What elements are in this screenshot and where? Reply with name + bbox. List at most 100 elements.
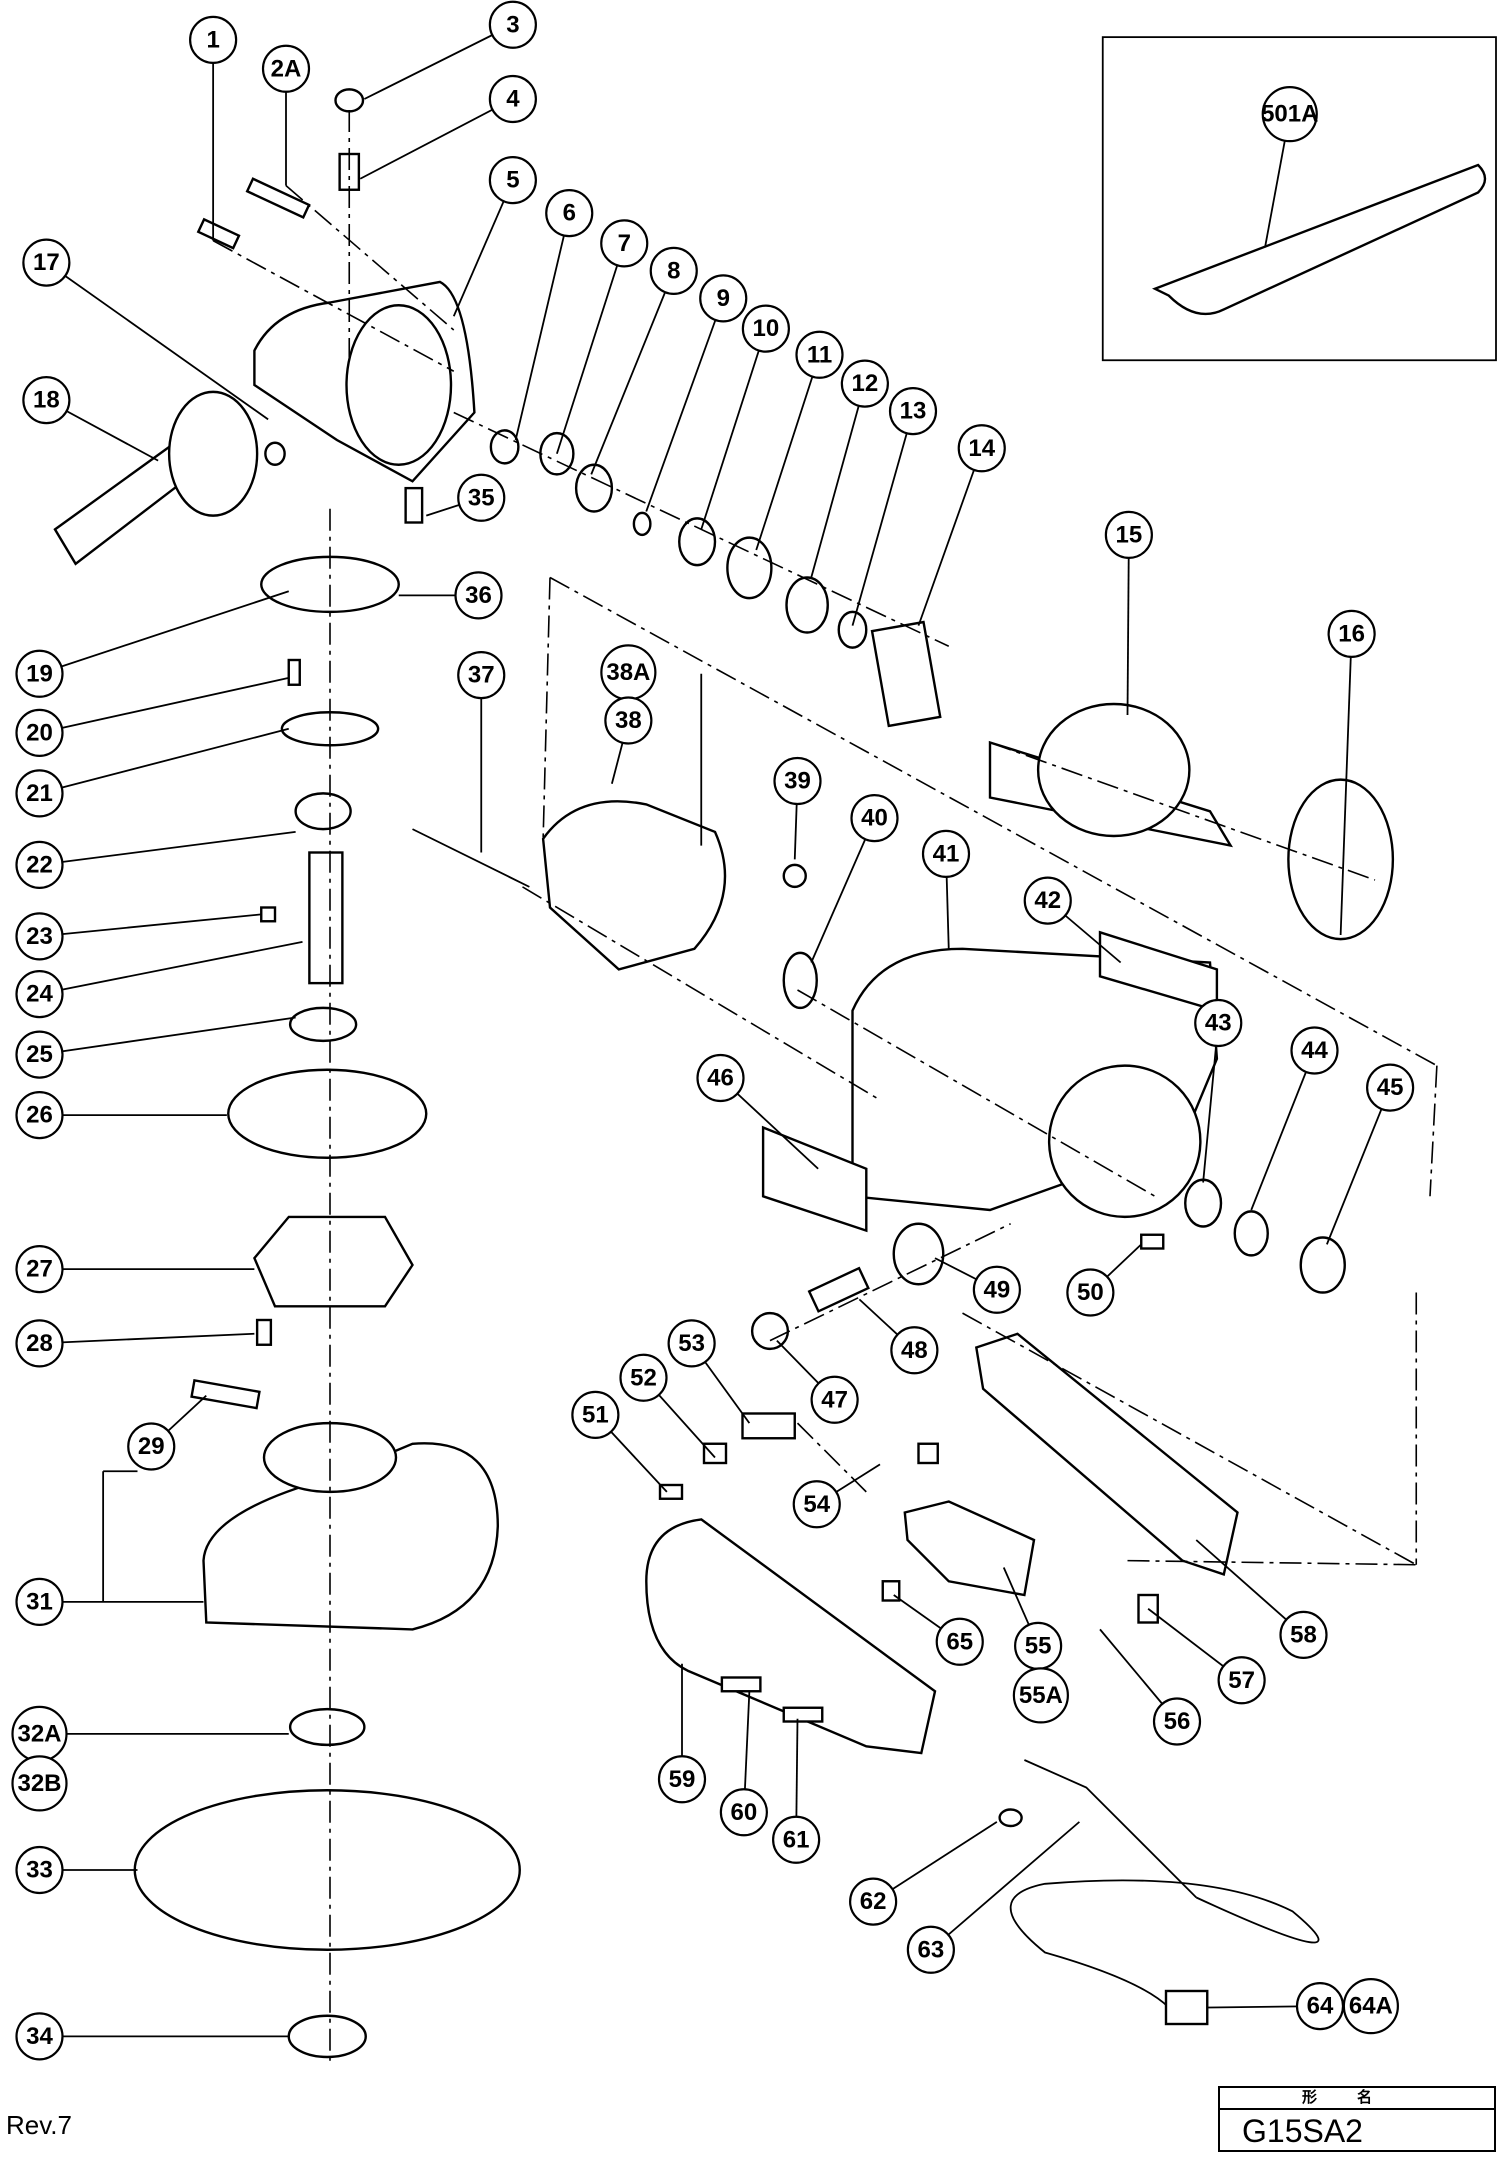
ring-13 [837,610,868,649]
callout-label: 29 [138,1433,165,1460]
callout-label: 12 [852,370,879,397]
leader-line [1250,1050,1316,1211]
washer-9 [632,511,652,537]
leader-line [359,98,514,180]
label-46 [761,1125,868,1233]
callout-1: 1 [189,15,238,64]
spindle-24 [308,851,344,985]
callout-54: 54 [792,1480,841,1529]
callout-4: 4 [488,74,537,124]
screw-1 [196,217,241,250]
assembly-line [797,989,1156,1197]
callout-23: 23 [15,912,64,961]
callout-label: 44 [1301,1037,1328,1064]
callout-9: 9 [699,274,748,323]
callout-label: 38A [606,659,650,686]
leader-line [700,328,767,530]
callout-label: 32A [17,1720,61,1747]
callout-label: 41 [933,840,960,867]
callout-label: 53 [678,1330,705,1357]
callout-12: 12 [840,359,889,408]
callout-46: 46 [696,1053,745,1103]
leader-line [755,354,821,551]
callout-45: 45 [1366,1063,1415,1112]
ring-10 [678,517,717,567]
stator [541,800,727,971]
callout-label: 11 [807,341,832,368]
callout-47: 47 [810,1375,859,1424]
callout-label: 27 [26,1256,53,1283]
leader-line [556,243,626,455]
callout-label: 36 [465,582,492,609]
washer-8 [574,463,614,513]
screw-20 [287,658,301,686]
title-block: 形名 G15SA2 [1218,2086,1496,2152]
callout-55a: 55A [1012,1667,1069,1724]
callout-51: 51 [571,1390,620,1439]
callout-label: 58 [1290,1621,1317,1648]
leader-line [39,940,303,996]
callout-label: 34 [26,2023,53,2050]
leader-line [39,676,289,734]
callout-label: 14 [968,435,995,462]
callout-label: 54 [803,1491,830,1518]
lock-wrench [1152,163,1487,316]
leader-line [39,1332,255,1345]
callout-61: 61 [772,1815,821,1864]
callout-label: 32B [17,1770,61,1797]
leader-line [39,830,296,866]
callout-5: 5 [488,156,537,205]
callout-label: 15 [1116,521,1143,548]
callout-label: 48 [901,1337,928,1364]
callout-label: 28 [26,1330,53,1357]
cap-45 [1299,1236,1346,1294]
callout-62: 62 [849,1877,898,1926]
callout-label: 47 [821,1386,848,1413]
assembly-line [549,576,1438,1067]
callout-label: 501A [1261,101,1318,128]
callout-42: 42 [1023,876,1072,925]
callout-19: 19 [15,649,64,698]
leader-line [39,590,290,675]
assembly-line [796,1422,867,1493]
callout-label: 64 [1307,1993,1334,2020]
callout-label: 55A [1019,1682,1063,1709]
packing-gland [253,1215,414,1308]
fan-guide [1287,778,1395,941]
bolt-29 [190,1379,261,1410]
callout-label: 6 [563,200,576,227]
cord [1009,1879,1320,2009]
callout-41: 41 [921,829,971,878]
housing-rear [1047,1064,1202,1219]
revision-label: Rev.7 [6,2110,72,2140]
callout-label: 13 [900,398,927,425]
screw-28 [255,1318,273,1346]
assembly-line [989,741,1376,881]
callout-label: 16 [1338,620,1365,647]
callout-label: 64A [1349,1993,1393,2020]
callout-35: 35 [457,473,506,522]
callout-label: 18 [33,387,60,414]
callout-label: 50 [1077,1279,1104,1306]
callout-50: 50 [1066,1268,1115,1317]
screw-50 [1140,1233,1165,1250]
assembly-line [522,886,881,1101]
callout-label: 3 [506,11,519,38]
grinding-wheel [133,1789,521,1951]
leader-line [1339,633,1353,936]
screw-37 [412,828,530,888]
leader-line [1326,1087,1391,1245]
bearing-22 [294,792,352,831]
screw-2a [245,177,311,219]
callout-38a: 38A [600,644,657,701]
callout-25: 25 [15,1030,64,1079]
callout-label: 65 [946,1628,973,1655]
armature-body [1036,702,1191,838]
callout-label: 20 [26,719,53,746]
callout-label: 56 [1164,1708,1191,1735]
wheel-guard [202,1442,500,1631]
callout-label: 42 [1034,887,1061,914]
screw-60 [720,1676,762,1693]
